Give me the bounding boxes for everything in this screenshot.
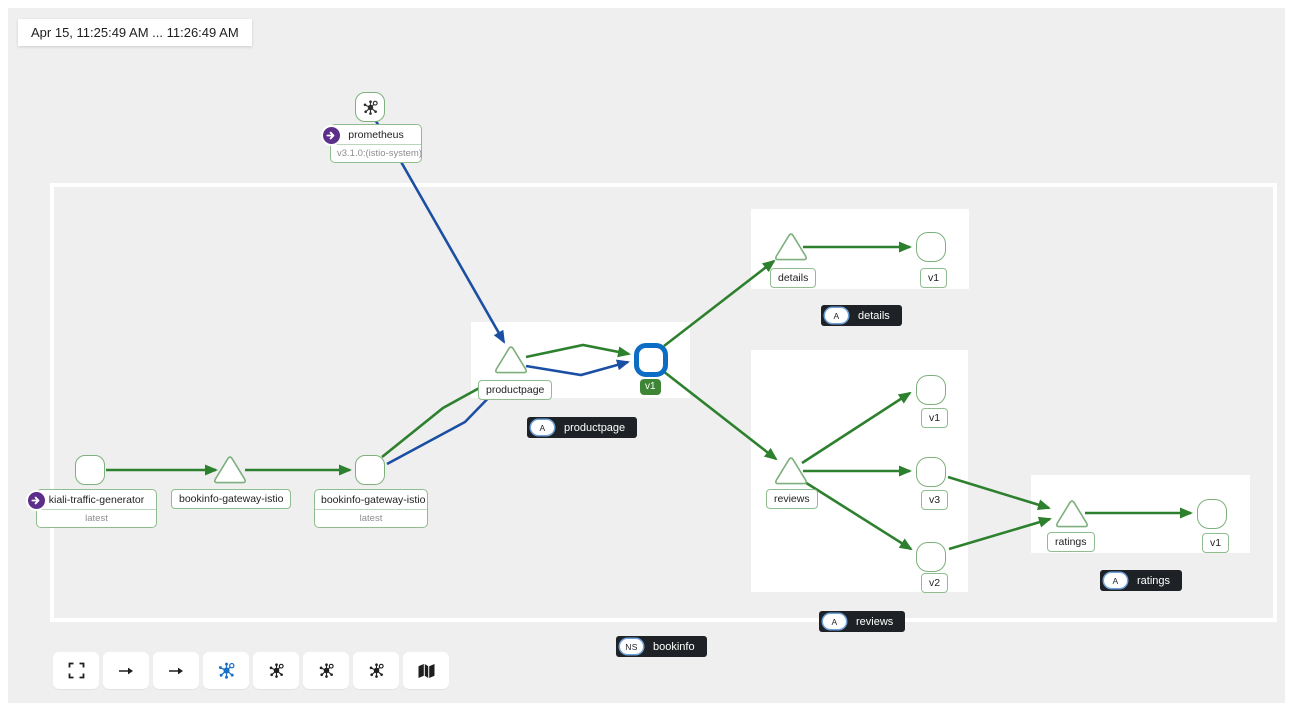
namespace-abbr-pill: NS xyxy=(620,639,643,654)
namespace-badge-bookinfo[interactable]: NS bookinfo xyxy=(616,636,707,657)
edge-gateway-to-productpage-green[interactable] xyxy=(381,379,494,459)
mesh-icon xyxy=(362,99,378,115)
node-label-reviews[interactable]: reviews xyxy=(766,489,818,509)
node-name: bookinfo-gateway-istio xyxy=(321,494,426,506)
graph-icon xyxy=(368,662,384,679)
version-label-reviews-v2[interactable]: v2 xyxy=(921,573,949,593)
node-label-gateway-workload[interactable]: bookinfo-gateway-istio latest xyxy=(314,489,428,528)
app-badge-label: ratings xyxy=(1137,574,1171,587)
version-label-details-v1[interactable]: v1 xyxy=(920,268,948,288)
graph-icon xyxy=(217,661,235,680)
workload-node-reviews-v3[interactable] xyxy=(916,457,946,487)
app-abbr-pill: A xyxy=(823,614,846,629)
app-badge-reviews[interactable]: A reviews xyxy=(819,611,906,632)
expand-icon xyxy=(68,662,84,679)
graph-icon xyxy=(318,662,334,679)
arrow-right-icon xyxy=(119,667,133,674)
service-node-reviews[interactable] xyxy=(773,455,809,486)
version-label-reviews-v3[interactable]: v3 xyxy=(921,490,949,510)
node-version: latest xyxy=(37,509,156,527)
workload-node-kiali-traffic-generator[interactable] xyxy=(75,455,105,485)
traffic-source-icon xyxy=(321,125,342,146)
app-badge-ratings[interactable]: A ratings xyxy=(1100,570,1183,591)
node-version: v3.1.0:(istio-system) xyxy=(331,144,422,162)
app-abbr-pill: A xyxy=(825,308,848,323)
edge-reviews-v2-to-ratings[interactable] xyxy=(948,516,1052,551)
edge-reviews-to-v2[interactable] xyxy=(799,477,913,551)
toolbar-graph-layout-button-2[interactable] xyxy=(253,652,299,689)
edge-productpage-to-details[interactable] xyxy=(663,259,776,348)
workload-node-ratings-v1[interactable] xyxy=(1197,499,1227,529)
edge-productpage-to-reviews[interactable] xyxy=(662,369,778,461)
workload-node-prometheus[interactable] xyxy=(355,92,385,122)
edge-reviews-v3-to-ratings[interactable] xyxy=(947,475,1051,511)
workload-node-productpage-v1-selected[interactable] xyxy=(634,343,668,377)
node-label-ratings[interactable]: ratings xyxy=(1047,532,1095,552)
app-abbr-pill: A xyxy=(531,420,554,435)
traffic-source-icon xyxy=(26,490,47,511)
workload-node-reviews-v1[interactable] xyxy=(916,375,946,405)
service-node-bookinfo-gateway[interactable] xyxy=(212,454,248,485)
time-range-label: Apr 15, 11:25:49 AM ... 11:26:49 AM xyxy=(18,19,252,46)
app-badge-details[interactable]: A details xyxy=(821,305,902,326)
toolbar-expand-button[interactable] xyxy=(53,652,99,689)
app-badge-label: details xyxy=(858,309,890,322)
arrow-right-icon xyxy=(169,667,183,674)
graph-icon xyxy=(268,662,284,679)
edge-productpage-to-v1-blue[interactable] xyxy=(525,359,630,377)
workload-node-reviews-v2[interactable] xyxy=(916,542,946,572)
toolbar-graph-layout-button-1[interactable] xyxy=(203,652,249,689)
node-label-prometheus[interactable]: prometheus v3.1.0:(istio-system) xyxy=(330,124,422,163)
version-label-reviews-v1[interactable]: v1 xyxy=(921,408,949,428)
node-version: latest xyxy=(315,509,427,527)
edge-reviews-to-v1[interactable] xyxy=(801,391,912,465)
service-node-details[interactable] xyxy=(773,231,809,262)
toolbar-minimap-button[interactable] xyxy=(403,652,449,689)
node-name: kiali-traffic-generator xyxy=(48,494,145,506)
namespace-boundary-bookinfo[interactable] xyxy=(50,183,1277,622)
app-abbr-pill: A xyxy=(1104,573,1127,588)
service-node-productpage[interactable] xyxy=(493,344,529,375)
edge-productpage-to-v1-green[interactable] xyxy=(525,343,631,359)
app-badge-label: reviews xyxy=(856,615,894,628)
toolbar-graph-layout-button-3[interactable] xyxy=(303,652,349,689)
node-label-productpage[interactable]: productpage xyxy=(478,380,553,400)
workload-node-details-v1[interactable] xyxy=(916,232,946,262)
app-badge-label: productpage xyxy=(564,421,626,434)
node-label-gateway-service[interactable]: bookinfo-gateway-istio xyxy=(171,489,292,509)
version-badge-productpage-v1[interactable]: v1 xyxy=(640,379,661,395)
toolbar-arrow-button-1[interactable] xyxy=(103,652,149,689)
version-label-ratings-v1[interactable]: v1 xyxy=(1202,533,1230,553)
node-label-kiali-traffic-generator[interactable]: kiali-traffic-generator latest xyxy=(36,489,157,528)
node-name: prometheus xyxy=(348,129,404,141)
app-badge-productpage[interactable]: A productpage xyxy=(527,417,638,438)
toolbar-arrow-button-2[interactable] xyxy=(153,652,199,689)
toolbar-graph-layout-button-4[interactable] xyxy=(353,652,399,689)
node-label-details[interactable]: details xyxy=(770,268,817,288)
namespace-badge-label: bookinfo xyxy=(653,640,695,653)
workload-node-bookinfo-gateway[interactable] xyxy=(355,455,385,485)
map-icon xyxy=(418,663,434,678)
service-node-ratings[interactable] xyxy=(1054,498,1090,529)
